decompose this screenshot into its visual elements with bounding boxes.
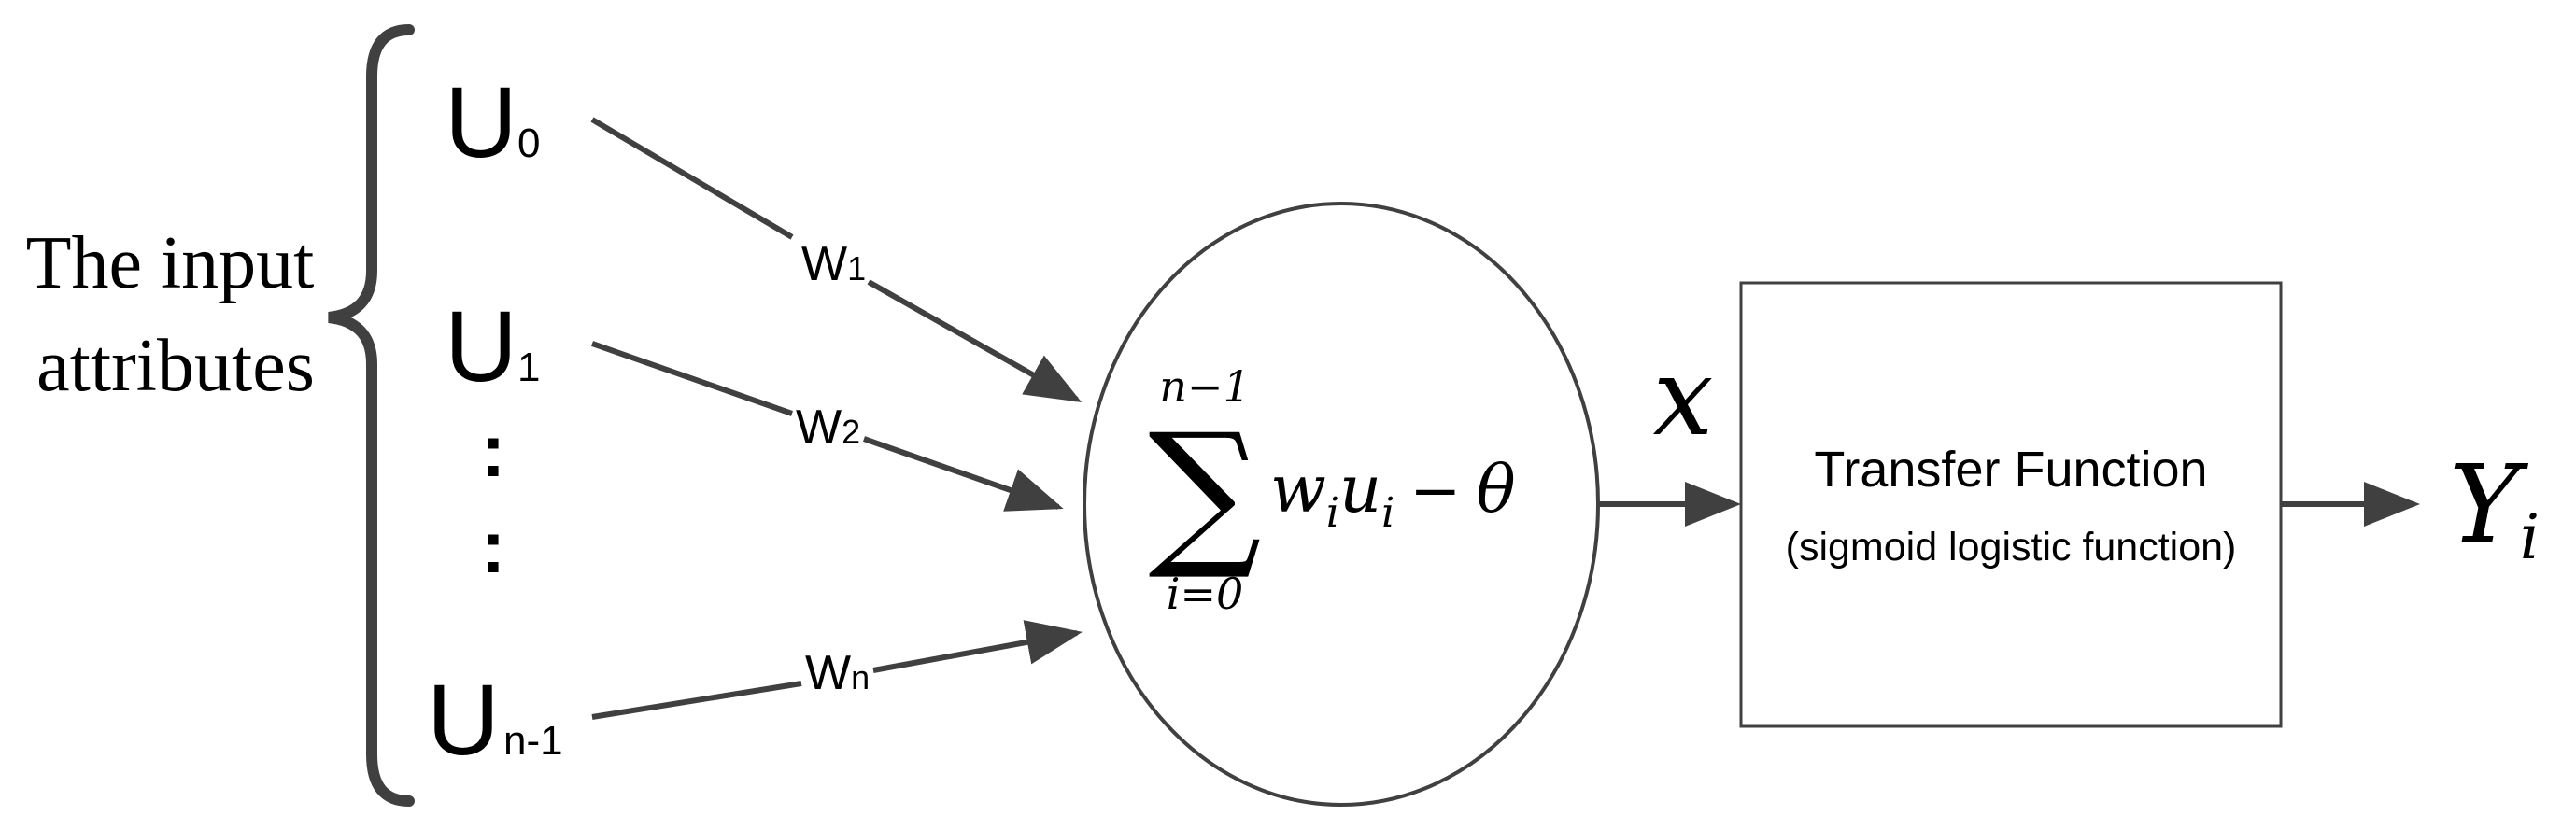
weight-w1: W1 [801,237,866,291]
output-yi: Yi [2449,443,2540,573]
input-attributes-label-line2: attributes [36,325,315,407]
connection-wn [591,620,1083,720]
transfer-function-subtitle: (sigmoid logistic function) [1786,525,2237,570]
ellipsis-dots-lower: : [481,505,506,588]
transfer-function-title: Transfer Function [1814,442,2207,498]
input-attributes-label-line1: The input [26,222,315,304]
connection-w2 [591,341,1064,512]
sum-expression: wiui−θ [1270,451,1516,537]
weight-w2: W2 [796,401,860,455]
sum-sigma: ∑ [1148,400,1261,584]
input-u1: U1 [445,289,540,402]
input-u0: U0 [445,65,540,178]
weight-wn: Wn [805,646,870,700]
input-brace [328,24,415,807]
x-label: x [1653,335,1714,460]
transfer-function-box [1739,281,2283,728]
connection-w1 [590,117,1083,402]
summation-formula: n−1 ∑ i=0 wiui−θ [1148,361,1515,619]
input-un-1: Un-1 [427,663,563,776]
sum-lower-limit: i=0 [1167,569,1244,619]
ellipsis-dots-upper: : [481,409,506,492]
sum-upper-limit: n−1 [1159,361,1250,412]
